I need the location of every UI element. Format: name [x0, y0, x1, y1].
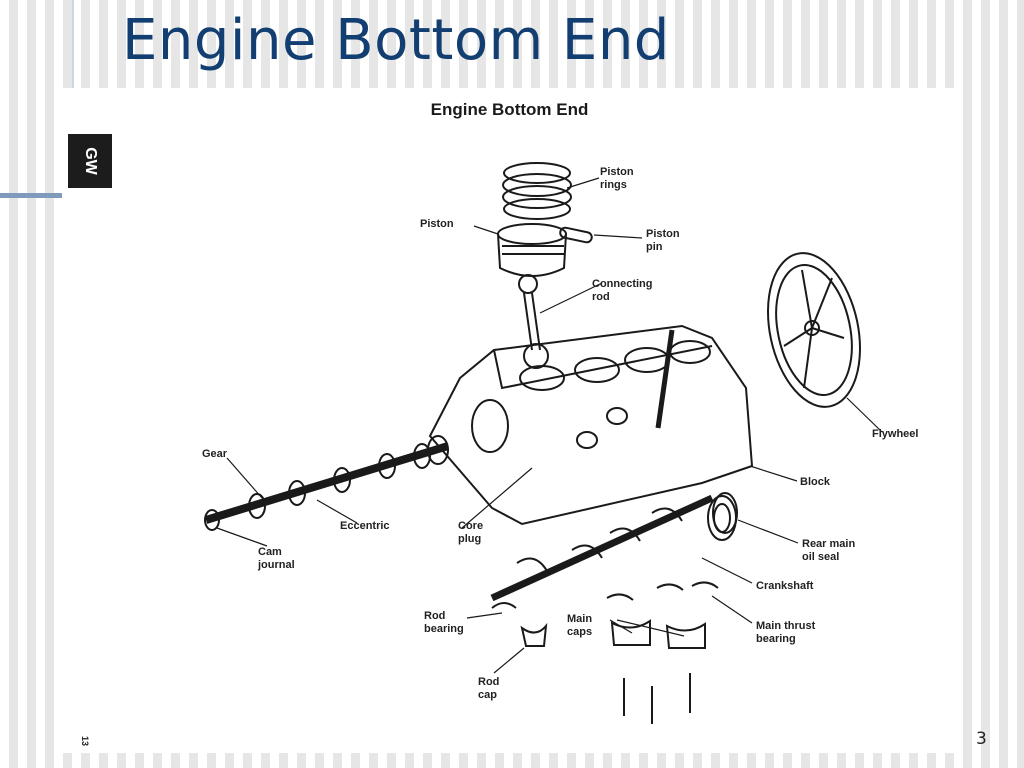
- piston-pin-drawing: [559, 226, 593, 244]
- label-cam-journal: Cam journal: [258, 546, 295, 571]
- piston-drawing: [497, 223, 567, 277]
- crankshaft-drawing: [490, 492, 738, 602]
- label-gear: Gear: [202, 448, 228, 460]
- exploded-engine-drawing: [204, 162, 883, 724]
- accent-line: [0, 193, 62, 198]
- label-block: Block: [800, 476, 830, 488]
- figure-title: Engine Bottom End: [430, 100, 589, 119]
- figure-code: 13: [80, 735, 91, 747]
- engine-diagram-figure: Engine Bottom End GW: [62, 88, 957, 753]
- label-piston: Piston: [420, 218, 454, 230]
- label-flywheel: Flywheel: [872, 428, 919, 440]
- label-rod-bearing: Rod bearing: [424, 610, 464, 635]
- page-number: 3: [976, 729, 987, 749]
- label-crankshaft: Crankshaft: [756, 580, 814, 592]
- label-core-plug: Core plug: [458, 520, 484, 545]
- bearings-and-caps-drawing: [491, 581, 719, 724]
- camshaft-drawing: [204, 435, 450, 531]
- label-main-caps: Main caps: [567, 613, 593, 638]
- label-piston-rings: Piston rings: [600, 166, 634, 191]
- engine-block-drawing: [428, 324, 754, 526]
- label-rear-main-oil-seal: Rear main oil seal: [802, 538, 856, 563]
- label-main-thrust-bearing: Main thrust bearing: [756, 620, 816, 645]
- label-connecting-rod: Connecting rod: [592, 278, 653, 303]
- slide-divider: [72, 0, 74, 90]
- connecting-rod-drawing: [518, 274, 549, 369]
- label-piston-pin: Piston pin: [646, 228, 680, 253]
- publisher-logo: GW: [68, 134, 112, 188]
- flywheel-drawing: [767, 252, 861, 408]
- slide-title: Engine Bottom End: [122, 8, 670, 73]
- rear-main-oil-seal-drawing: [707, 495, 737, 541]
- label-eccentric: Eccentric: [340, 520, 390, 532]
- label-rod-cap: Rod cap: [478, 676, 500, 701]
- leader-lines: [216, 177, 883, 674]
- piston-rings-drawing: [502, 162, 572, 220]
